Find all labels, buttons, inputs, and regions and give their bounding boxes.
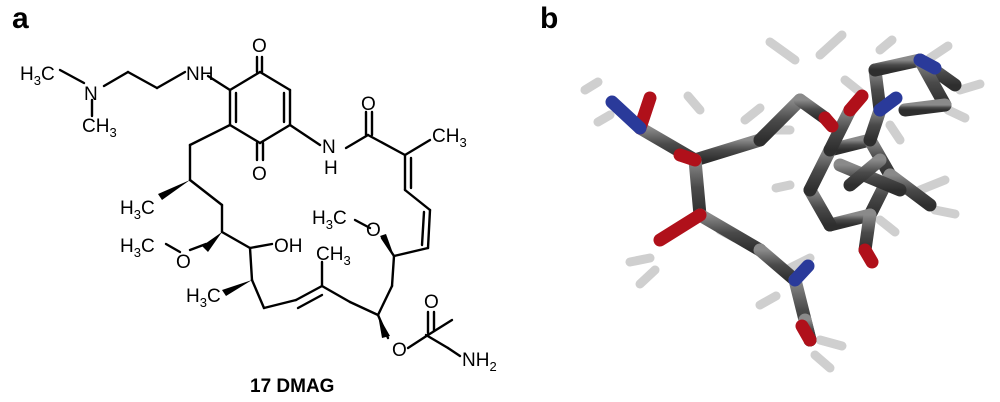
atom-h3c-bottom-methyl: H3C [186, 286, 221, 310]
atom-o-mid: O [252, 164, 267, 185]
atom-h3c-methoxy-left: H3C [120, 236, 155, 260]
atom-o-carbamate-link: O [392, 340, 407, 361]
atom-o-methoxy-left: O [176, 252, 191, 273]
atom-h-amide: H [324, 158, 338, 179]
compound-caption: 17 DMAG [250, 376, 334, 397]
nitrogen-bonds [605, 53, 942, 287]
oxygen-bonds [633, 89, 879, 347]
atom-oh: OH [274, 236, 303, 257]
panel-label-a: a [12, 2, 29, 35]
atom-o-methoxy-right: O [366, 220, 381, 241]
atom-h3c-left-methyl: H3C [120, 198, 155, 222]
stereo-wedge [158, 180, 190, 200]
stereo-wedge [222, 280, 252, 296]
atom-ch3-dimethyl-bottom: CH3 [82, 116, 117, 140]
structure-bonds [58, 55, 462, 358]
panel-label-b: b [540, 2, 559, 35]
model-bonds [580, 30, 985, 373]
atom-ch3-top-right: CH3 [432, 126, 467, 150]
stereo-wedge [202, 232, 222, 252]
atom-ch3-mid: CH3 [316, 244, 351, 268]
atom-n-amide: N [322, 137, 336, 158]
atom-h3c-dimethyl-top: H3C [20, 64, 55, 88]
atom-nh2: NH2 [462, 350, 497, 374]
atom-nh-left: NH [186, 64, 213, 85]
atom-n-dimethyl: N [84, 84, 98, 105]
stereo-wedge [380, 234, 394, 256]
atom-o-top: O [252, 36, 267, 57]
stereo-wedge [378, 315, 390, 338]
atom-o-carbamate-top: O [424, 292, 439, 313]
hydrogen-bonds [580, 30, 985, 373]
chemical-structure: O NH O O N H CH3 H3C N CH3 H3C H3C O OH … [20, 36, 497, 397]
atom-o-amide: O [361, 94, 376, 115]
atom-h3c-methoxy-right: H3C [312, 208, 347, 232]
